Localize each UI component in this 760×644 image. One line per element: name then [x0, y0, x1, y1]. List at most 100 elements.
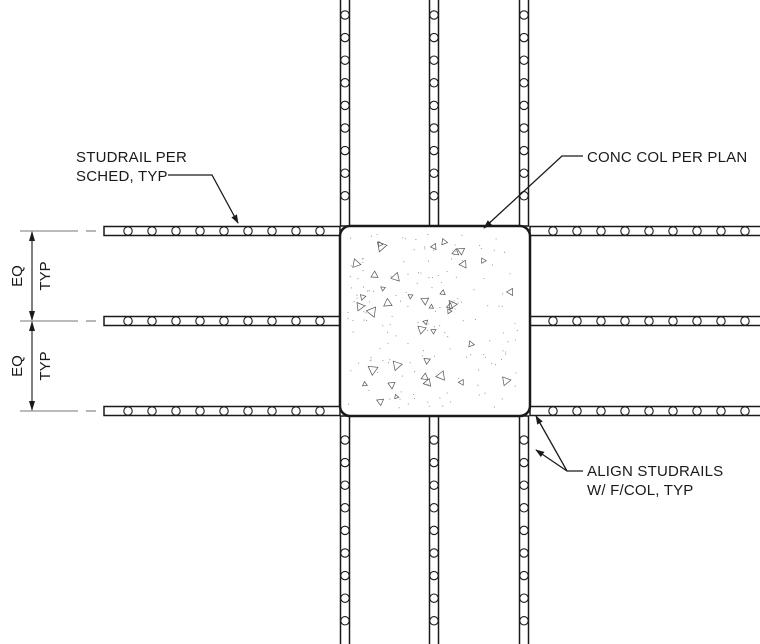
stud [147, 226, 157, 236]
aggregate-triangle [417, 325, 427, 335]
stud [340, 145, 350, 156]
aggregate-dot [369, 301, 371, 303]
aggregate-dot [370, 359, 372, 361]
aggregate-dot [495, 364, 497, 366]
aggregate-dot [370, 235, 372, 237]
aggregate-triangle [380, 286, 386, 292]
stud [692, 226, 702, 236]
aggregate-dot [387, 362, 390, 364]
aggregate-dot [428, 277, 430, 279]
dim-lower-typ: TYP [37, 351, 54, 380]
stud [429, 593, 439, 603]
aggregate-dot [493, 406, 495, 408]
aggregate-triangle [377, 241, 388, 253]
stud [243, 406, 253, 416]
aggregate-dot [424, 329, 426, 331]
aggregate-triangle [383, 297, 393, 307]
aggregate-dot [453, 254, 455, 256]
aggregate-dot [362, 270, 364, 272]
stud [171, 316, 181, 326]
dim-upper-typ: TYP [37, 261, 54, 290]
aggregate-dot [425, 383, 427, 385]
aggregate-triangle [422, 377, 432, 387]
stud [519, 548, 529, 558]
stud [147, 316, 157, 326]
studrail-callout: STUDRAIL PER SCHED, TYP [76, 149, 239, 224]
aggregate-dot [413, 393, 415, 396]
aggregate-dot [491, 362, 493, 364]
stud [572, 316, 582, 326]
aggregate-dot [479, 245, 481, 247]
horizontal-studrails [103, 225, 760, 417]
aggregate-dot [417, 322, 419, 324]
aggregate-triangle [439, 289, 446, 296]
stud [519, 55, 529, 65]
stud [692, 406, 702, 416]
aggregate-dot [516, 330, 518, 332]
stud [519, 10, 529, 20]
aggregate-triangle [392, 360, 403, 372]
aggregate-triangle [367, 365, 379, 377]
aggregate-dot [449, 401, 451, 403]
stud [716, 406, 726, 416]
stud [519, 503, 529, 513]
aggregate-dot [437, 274, 439, 277]
stud [267, 316, 277, 326]
stud [519, 78, 529, 88]
aggregate-dot [407, 403, 409, 405]
aggregate-dot [491, 264, 494, 266]
aggregate-triangle [370, 270, 379, 278]
aggregate-dot [503, 332, 505, 334]
stud [519, 525, 529, 536]
stud [340, 616, 350, 626]
stud [429, 525, 439, 536]
aggregate-dot [400, 391, 402, 393]
stud [429, 480, 439, 490]
aggregate-dot [473, 289, 475, 291]
column-outline [338, 224, 532, 418]
aggregate-dot [362, 261, 364, 263]
aggregate-triangle [458, 259, 467, 269]
aggregate-dot [427, 323, 429, 325]
aggregate-triangle [361, 380, 368, 387]
aggregate-dot [402, 237, 404, 239]
aggregate-triangle [451, 247, 460, 256]
aggregate-dot [357, 278, 359, 280]
aggregate-dot [427, 401, 429, 403]
stud [548, 226, 558, 236]
aggregate-dot [498, 305, 500, 307]
stud [572, 226, 582, 236]
stud [740, 316, 750, 326]
aggregate-dot [420, 272, 422, 274]
stud [429, 10, 439, 20]
stud [548, 406, 558, 416]
stud [519, 616, 529, 626]
aggregate-dot [504, 251, 506, 253]
aggregate-dot [377, 371, 379, 374]
aggregate-dot [502, 350, 504, 352]
aggregate-dot [453, 300, 455, 302]
aggregate-triangle [441, 237, 449, 246]
aggregate-dot [441, 242, 443, 244]
aggregate-triangle [435, 370, 445, 381]
aggregate-dot [431, 277, 433, 279]
stud [243, 226, 253, 236]
stud [572, 406, 582, 416]
aggregate-dot [365, 305, 367, 307]
stud [519, 145, 529, 156]
stud [340, 32, 350, 43]
aggregate-dot [350, 265, 352, 267]
aggregate-dot [350, 287, 352, 289]
aggregate-dot [502, 293, 504, 295]
stud [429, 168, 439, 178]
aggregate-dot [514, 322, 516, 325]
aggregate-dot [356, 297, 358, 299]
column-label: CONC COL PER PLAN [587, 149, 747, 166]
stud [429, 457, 439, 468]
aggregate-dot [407, 343, 409, 345]
aggregate-triangle [365, 306, 377, 318]
aggregate-dot [454, 308, 456, 310]
aggregate-triangle [481, 257, 488, 264]
stud [123, 406, 133, 416]
aggregate-dot [401, 375, 403, 377]
